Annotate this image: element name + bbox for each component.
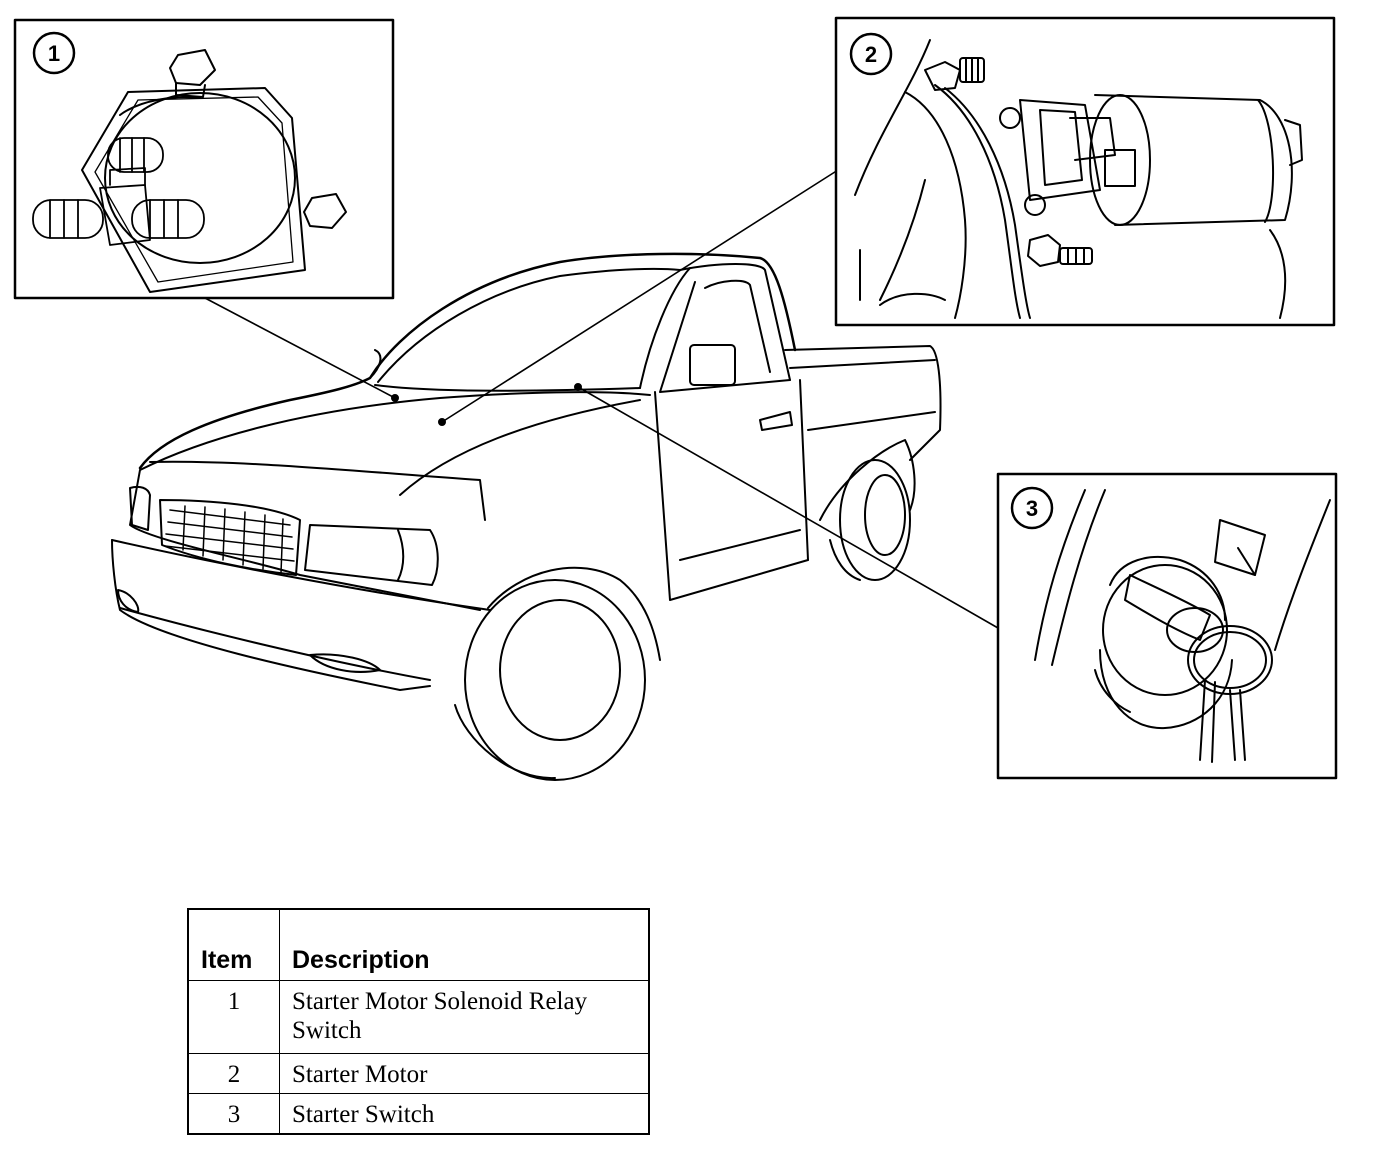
callout-1-number: 1: [48, 41, 60, 66]
callout-3-circle: [1010, 486, 1054, 530]
legend-item-description: Starter Motor Solenoid Relay Switch: [279, 980, 650, 1054]
table-row: 2 Starter Motor: [187, 1053, 650, 1094]
legend-header-description: Description: [279, 908, 650, 981]
legend-table: Item Description 1 Starter Motor Solenoi…: [187, 908, 650, 1135]
callout-2-number: 2: [865, 42, 877, 67]
legend-item-number: 2: [187, 1053, 280, 1094]
legend-item-description: Starter Motor: [279, 1053, 650, 1094]
inset-starter-switch: [996, 472, 1338, 780]
table-row: 3 Starter Switch: [187, 1093, 650, 1135]
callout-2-circle: [849, 32, 893, 76]
callout-3-number: 3: [1026, 496, 1038, 521]
legend-item-number: 1: [187, 980, 280, 1054]
leader-lines: [204, 169, 999, 629]
leader-line-3: [577, 386, 999, 629]
table-row: 1 Starter Motor Solenoid Relay Switch: [187, 980, 650, 1054]
bracket-bolt-icon: [169, 49, 216, 98]
inset-solenoid-relay: [13, 18, 395, 300]
callout-1-circle: [32, 31, 76, 75]
legend-header-item: Item: [187, 908, 280, 981]
inset-starter-motor: [834, 16, 1336, 327]
legend-item-description: Starter Switch: [279, 1093, 650, 1135]
leader-line-1: [204, 297, 396, 399]
legend-header-row: Item Description: [187, 908, 650, 981]
pickup-truck-illustration: [111, 252, 942, 781]
legend-item-number: 3: [187, 1093, 280, 1135]
leader-line-2: [441, 169, 839, 423]
bracket-bolt-icon: [303, 193, 347, 229]
